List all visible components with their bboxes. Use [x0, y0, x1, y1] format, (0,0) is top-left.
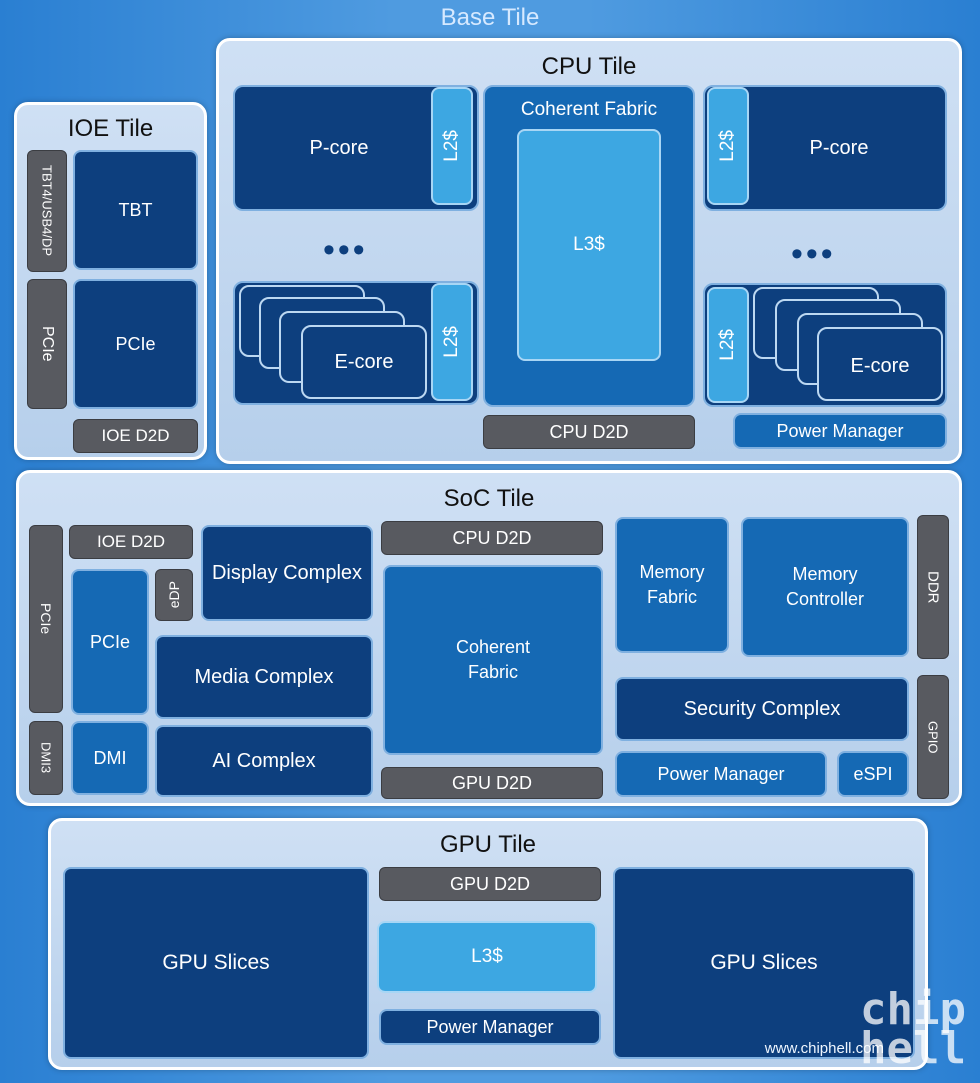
- soc-pcie-block: PCIe: [71, 569, 149, 715]
- ioe-tbt4-usb4-dp-port: TBT4/USB4/DP: [27, 150, 67, 272]
- ioe-tile: IOE Tile TBT4/USB4/DP PCIe TBT PCIe IOE …: [14, 102, 207, 460]
- gpu-tile: GPU Tile GPU Slices GPU D2D L3$ Power Ma…: [48, 818, 928, 1070]
- l2-label: L2$: [441, 326, 462, 358]
- soc-pcie-port-label: PCIe: [38, 603, 54, 635]
- gpu-power-manager: Power Manager: [379, 1009, 601, 1045]
- l2-cache-right-pcore: L2$: [707, 87, 749, 205]
- security-complex: Security Complex: [615, 677, 909, 741]
- e-core-right-label: E-core: [850, 355, 910, 377]
- cpu-tile: CPU Tile P-core L2$ ••• E-core L2$ Coher…: [216, 38, 962, 464]
- soc-coherent-fabric: Coherent Fabric: [383, 565, 603, 755]
- chiphell-watermark-url: www.chiphell.com: [764, 1040, 884, 1057]
- soc-coherent-fabric-label: Coherent Fabric: [455, 636, 531, 682]
- soc-gpio-port: GPIO: [917, 675, 949, 799]
- l2-label: L2$: [717, 130, 738, 162]
- ioe-tbt-block: TBT: [73, 150, 198, 270]
- cpu-l3-cache: L3$: [517, 129, 661, 361]
- l2-label: L2$: [441, 130, 462, 162]
- soc-edp-label: eDP: [166, 581, 182, 609]
- soc-gpu-d2d: GPU D2D: [381, 767, 603, 799]
- l2-label: L2$: [717, 329, 738, 361]
- p-core-left-label: P-core: [309, 137, 369, 159]
- soc-ddr-label: DDR: [924, 570, 942, 604]
- espi-block: eSPI: [837, 751, 909, 797]
- cpu-tile-title: CPU Tile: [541, 53, 637, 80]
- soc-tile: SoC Tile PCIe DMI3 IOE D2D PCIe DMI eDP …: [16, 470, 962, 806]
- soc-power-manager: Power Manager: [615, 751, 827, 797]
- p-core-right-label: P-core: [809, 137, 869, 159]
- soc-pcie-port: PCIe: [29, 525, 63, 713]
- soc-cpu-d2d: CPU D2D: [381, 521, 603, 555]
- ai-complex: AI Complex: [155, 725, 373, 797]
- memory-fabric-label: Memory Fabric: [639, 561, 705, 607]
- memory-fabric: Memory Fabric: [615, 517, 729, 653]
- ioe-tile-title: IOE Tile: [67, 115, 154, 142]
- memory-controller: Memory Controller: [741, 517, 909, 657]
- ioe-pcie-port-label: PCIe: [39, 326, 56, 362]
- memory-controller-label: Memory Controller: [785, 563, 865, 609]
- soc-dmi-block: DMI: [71, 721, 149, 795]
- l2-cache-left-pcore: L2$: [431, 87, 473, 205]
- gpu-slices-right: GPU Slices: [613, 867, 915, 1059]
- e-core-card: [301, 325, 427, 399]
- soc-dmi3-label: DMI3: [38, 742, 54, 774]
- gpu-tile-title: GPU Tile: [439, 831, 537, 858]
- gpu-l3-cache: L3$: [377, 921, 597, 993]
- ioe-d2d: IOE D2D: [73, 419, 198, 453]
- ioe-tbt4-label: TBT4/USB4/DP: [39, 165, 55, 257]
- more-cores-right-dots: •••: [791, 235, 836, 273]
- gpu-d2d: GPU D2D: [379, 867, 601, 901]
- soc-gpio-label: GPIO: [925, 720, 941, 754]
- l2-cache-left-ecore: L2$: [431, 283, 473, 401]
- cpu-d2d: CPU D2D: [483, 415, 695, 449]
- e-core-left-label: E-core: [334, 351, 394, 373]
- cpu-coherent-fabric-label: Coherent Fabric: [520, 99, 658, 120]
- soc-dmi3-port: DMI3: [29, 721, 63, 795]
- gpu-slices-left: GPU Slices: [63, 867, 369, 1059]
- l2-cache-right-ecore: L2$: [707, 287, 749, 403]
- ioe-pcie-port: PCIe: [27, 279, 67, 409]
- base-tile-title: Base Tile: [440, 4, 540, 31]
- more-cores-left-dots: •••: [323, 231, 368, 269]
- display-complex: Display Complex: [201, 525, 373, 621]
- soc-ddr-port: DDR: [917, 515, 949, 659]
- cpu-power-manager: Power Manager: [733, 413, 947, 449]
- soc-tile-title: SoC Tile: [443, 485, 535, 512]
- soc-ioe-d2d: IOE D2D: [69, 525, 193, 559]
- media-complex: Media Complex: [155, 635, 373, 719]
- e-core-card: [817, 327, 943, 401]
- soc-edp-port: eDP: [155, 569, 193, 621]
- ioe-pcie-block: PCIe: [73, 279, 198, 409]
